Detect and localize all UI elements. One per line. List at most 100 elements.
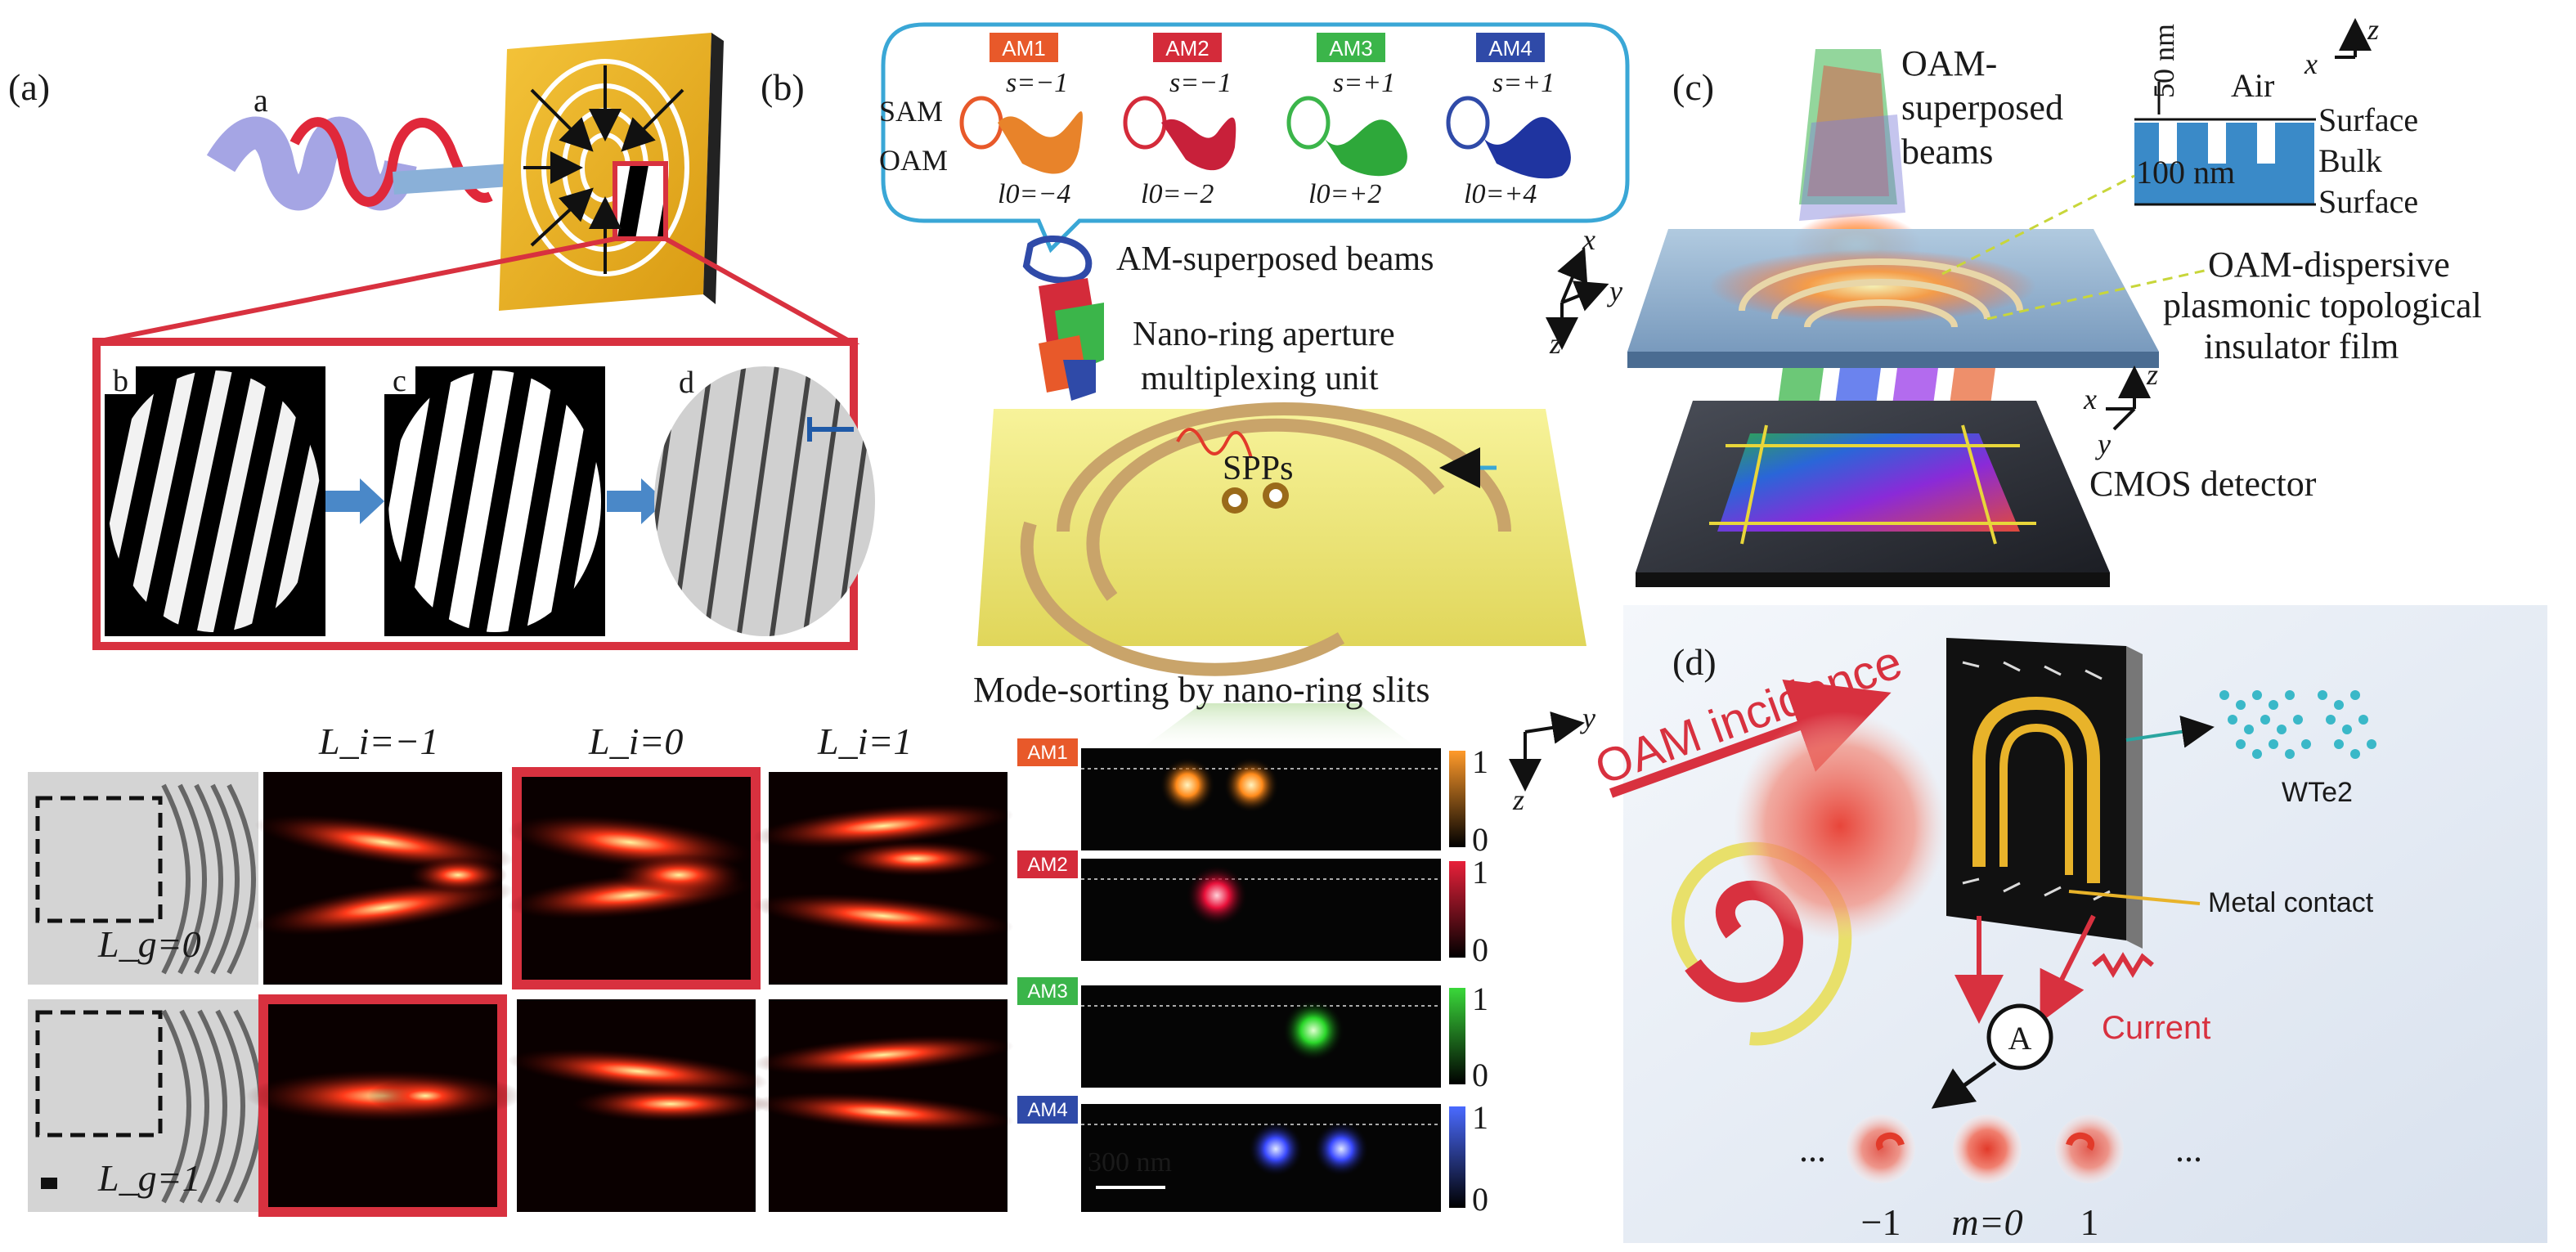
am3-badge-label: AM3: [1329, 36, 1372, 61]
axes-b-bottom: y z: [1509, 702, 1595, 816]
axis-c-y: y: [2095, 428, 2111, 460]
leader-1: [1941, 174, 2135, 276]
inset-label-c: c: [393, 364, 406, 398]
panel-c-label: (c): [1672, 66, 1714, 108]
am2-spin: s=−1: [1169, 68, 1232, 98]
wte2-lattice: [2219, 690, 2376, 759]
cmos-detector: [1636, 401, 2110, 587]
am4-badge: [1476, 33, 1545, 62]
axis-c-x-top: x: [2304, 47, 2318, 80]
sort-badge-2: AM2: [1027, 854, 1067, 876]
beam-letter-a: a: [254, 82, 268, 119]
panel-d: (d) OAM incidence: [1588, 605, 2547, 1243]
sorting-map-3: AM3 1 0: [1017, 977, 1488, 1093]
axis-sort-y: y: [1580, 702, 1595, 734]
zoom-arrow: [2125, 715, 2215, 748]
unit-text-2: multiplexing unit: [1141, 360, 1379, 397]
row-label-lg0: L_g=0: [97, 923, 201, 965]
oam-beam-cloud: [1734, 711, 1946, 940]
output-mode-0: [1953, 1115, 2022, 1183]
cb3-max: 1: [1472, 981, 1488, 1017]
cb2-max: 1: [1472, 854, 1488, 891]
col-header-li-0: L_i=0: [588, 720, 683, 762]
beams-text-3: beams: [1901, 132, 1993, 172]
beams-text-2: superposed: [1901, 88, 2063, 128]
mode-label-1: 1: [2080, 1201, 2099, 1243]
am-modes-bubble: [881, 22, 1630, 254]
cb3-min: 0: [1472, 1057, 1488, 1093]
nano-ring-plate: [977, 402, 1586, 676]
am2-badge-label: AM2: [1165, 36, 1209, 61]
scale-bar-label: 300 nm: [1088, 1147, 1172, 1178]
grating-plate: [499, 33, 724, 311]
am-mode-3: AM3 s=+1 l0=+2: [1286, 33, 1407, 209]
zoom-connector: [96, 236, 860, 344]
sort-badge-3: AM3: [1027, 981, 1067, 1003]
arrow-c-to-d: [607, 478, 666, 524]
superposed-beam-icon: [1022, 236, 1104, 401]
am-beams-text: AM-superposed beams: [1116, 240, 1434, 278]
sorting-map-1: AM1 1 0: [1017, 738, 1488, 858]
ammeter-label: A: [2008, 1020, 2032, 1057]
arrow-b-to-c: [325, 478, 384, 524]
panel-c: (c) OAM- superposed beams: [1627, 13, 2482, 587]
field-lg0-li-1: [769, 772, 1008, 985]
axes-c-bottom: z x y: [2083, 358, 2158, 460]
current-label: Current: [2102, 1010, 2210, 1046]
topological-film: [1627, 229, 2159, 368]
sorting-cone: [1137, 703, 1423, 752]
panel-d-label: (d): [1672, 641, 1717, 683]
sorting-map-4: AM4 300 nm 1 0: [1017, 1096, 1488, 1218]
measurement-circuit: [1931, 914, 2154, 1109]
output-mode-1: [2055, 1115, 2124, 1183]
sort-badge-1: AM1: [1027, 742, 1067, 764]
inset-label-d: d: [679, 366, 694, 400]
mode-label-minus1: −1: [1861, 1201, 1901, 1243]
detector-text: CMOS detector: [2089, 464, 2317, 504]
dim-100nm: 100 nm: [2136, 154, 2235, 191]
cb1-max: 1: [1472, 743, 1488, 780]
axes-b-top: x y z: [1546, 223, 1622, 360]
surface-top-label: Surface: [2318, 101, 2418, 138]
beams-text-1: OAM-: [1901, 43, 1997, 83]
axis-c-x: x: [2083, 383, 2097, 415]
am1-badge: [990, 33, 1058, 62]
wte2-device: [1946, 638, 2143, 949]
panel-a: (a) a: [8, 33, 1014, 1217]
am2-oam: l0=−2: [1141, 179, 1214, 209]
sort-badge-4: AM4: [1027, 1099, 1067, 1121]
am4-oam: l0=+4: [1464, 179, 1537, 209]
col-header-li-minus1: L_i=−1: [318, 720, 438, 762]
axis-sort-z: z: [1512, 783, 1524, 816]
row-label-lg1: L_g=1: [97, 1157, 201, 1199]
cb4-min: 0: [1472, 1181, 1488, 1218]
cb4-max: 1: [1472, 1099, 1488, 1136]
am-mode-2: AM2 s=−1 l0=−2: [1123, 33, 1236, 209]
axes-c-top: z x: [2304, 13, 2379, 80]
am3-badge: [1317, 33, 1385, 62]
fringe-inset: b c d: [92, 338, 875, 650]
film-text-3: insulator film: [2204, 326, 2399, 366]
axis-c-z-top: z: [2367, 13, 2379, 46]
cb2-min: 0: [1472, 931, 1488, 968]
am1-badge-label: AM1: [1002, 36, 1045, 61]
sorting-text: Mode-sorting by nano-ring slits: [973, 670, 1430, 710]
panel-a-label: (a): [8, 66, 50, 108]
air-label: Air: [2231, 67, 2274, 104]
axis-c-z: z: [2146, 358, 2158, 391]
mode-label-0: m=0: [1951, 1201, 2022, 1243]
axis-b-z: z: [1549, 327, 1561, 360]
cb1-min: 0: [1472, 821, 1488, 858]
leader-2: [1986, 268, 2209, 321]
axis-b-x: x: [1582, 223, 1595, 256]
lg-li-grid: L_i=−1 L_i=0 L_i=1 L_g=0: [28, 720, 1014, 1217]
am-mode-1: AM1 s=−1 l0=−4: [959, 33, 1083, 209]
axis-b-y: y: [1607, 275, 1622, 307]
am2-badge: [1153, 33, 1222, 62]
ellipsis-right: ...: [2175, 1129, 2202, 1169]
contact-leader: [2068, 890, 2201, 905]
dim-50nm: 50 nm: [2147, 24, 2180, 98]
spp-text: SPPs: [1223, 450, 1293, 487]
sam-label: SAM: [879, 95, 943, 128]
